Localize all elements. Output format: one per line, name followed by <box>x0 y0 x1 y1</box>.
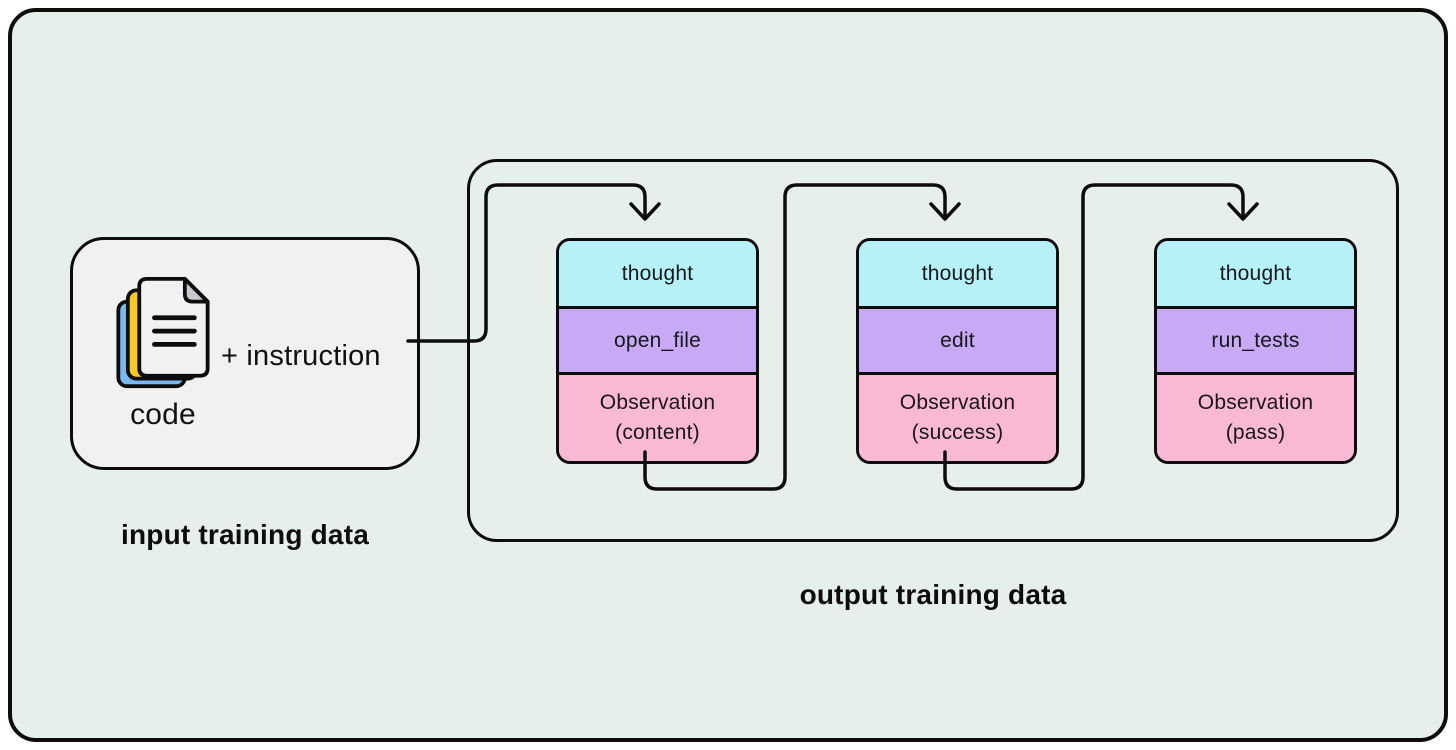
action-segment: run_tests <box>1157 306 1354 373</box>
observation-title: Observation <box>1197 391 1314 415</box>
output-data-container <box>467 159 1399 542</box>
input-caption: input training data <box>120 519 369 550</box>
observation-segment: Observation (success) <box>859 372 1056 461</box>
trajectory-step-card-2: thought edit Observation (success) <box>856 238 1059 464</box>
observation-title: Observation <box>899 391 1016 415</box>
observation-detail: (success) <box>911 421 1004 445</box>
action-segment: edit <box>859 306 1056 373</box>
observation-segment: Observation (content) <box>559 372 756 461</box>
diagram-panel: code + instruction input training data o… <box>8 8 1448 742</box>
observation-title: Observation <box>599 391 716 415</box>
trajectory-step-card-3: thought run_tests Observation (pass) <box>1154 238 1357 464</box>
thought-segment: thought <box>1157 241 1354 307</box>
thought-segment: thought <box>559 241 756 307</box>
thought-segment: thought <box>859 241 1056 307</box>
action-segment: open_file <box>559 306 756 373</box>
input-data-box: code + instruction <box>70 237 420 470</box>
output-caption: output training data <box>799 579 1067 610</box>
trajectory-step-card-1: thought open_file Observation (content) <box>556 238 759 464</box>
documents-stack-icon <box>116 276 210 389</box>
instruction-label: + instruction <box>221 340 381 372</box>
observation-segment: Observation (pass) <box>1157 372 1354 461</box>
observation-detail: (content) <box>615 421 700 445</box>
code-label: code <box>130 398 196 431</box>
observation-detail: (pass) <box>1225 421 1286 445</box>
